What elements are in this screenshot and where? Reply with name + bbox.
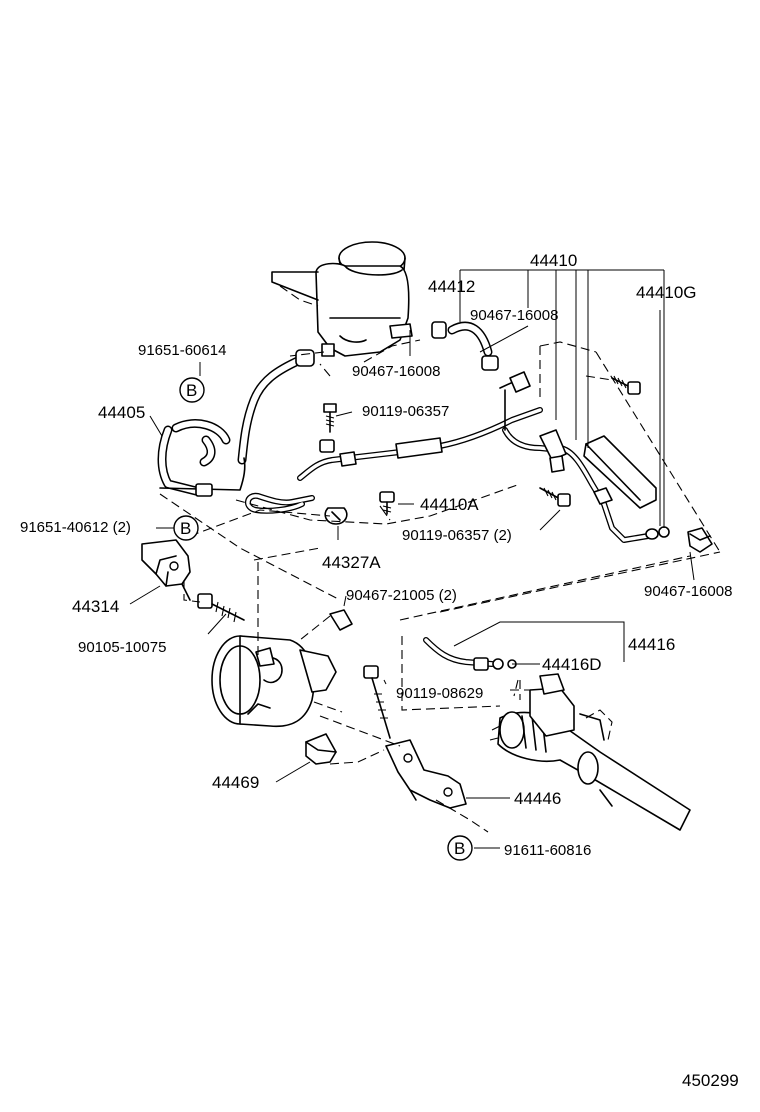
ref-marker-text: B [180,519,191,538]
label-90119-08629: 90119-08629 [396,685,483,702]
ref-marker-text: B [186,381,197,400]
label-44410A: 44410A [420,495,479,514]
label-44314: 44314 [72,597,119,616]
label-44469: 44469 [212,773,259,792]
cooler-tube-44410G [539,429,670,543]
label-44416: 44416 [628,635,675,654]
label-90467-16008-c: 90467-16008 [644,583,732,600]
mount-44469 [305,733,337,765]
tube-44416 [423,637,517,671]
label-90105-10075: 90105-10075 [78,639,166,656]
hose-44405 [157,419,246,497]
reservoir-tank [271,241,413,357]
label-44416D: 44416D [542,655,602,674]
pressure-pipe-44410 [245,371,563,514]
label-91651-60614: 91651-60614 [138,342,226,359]
gasket-90467-16008-right [687,527,713,553]
clip-90467-21005 [329,609,353,631]
bolt-90105-10075 [197,593,245,623]
label-91651-40612: 91651-40612 (2) [20,519,131,536]
hose-44412 [431,321,499,371]
label-44446: 44446 [514,789,561,808]
label-90119-06357-a: 90119-06357 [362,403,449,420]
bolt-90119-06357-upper [319,403,337,453]
label-44410: 44410 [530,251,577,270]
bracket-44314 [141,539,191,601]
bolt-44410A [379,491,395,515]
label-90119-06357-b: 90119-06357 (2) [402,527,512,544]
part-labels: 44410 44412 44410G 90467-16008 91651-606… [20,251,739,1090]
leader-lines [129,269,695,849]
label-90467-16008-a: 90467-16008 [470,307,558,324]
label-91611-60816: 91611-60816 [504,842,591,859]
ref-marker-text: B [454,839,465,858]
bracket-44446 [385,739,467,809]
label-44410G: 44410G [636,283,697,302]
label-90467-21005: 90467-21005 (2) [346,587,457,604]
ref-marker-b-upper: B [179,377,205,403]
ref-marker-b-lower: B [447,835,473,861]
power-steering-pump [211,635,337,728]
bolt-90119-06357-right [539,487,571,507]
dashed-guide-lines [159,339,721,833]
clamp-44327A [324,507,348,525]
bolt-upper-right [611,375,641,395]
label-44412: 44412 [428,277,475,296]
steering-gear [489,673,691,831]
label-90467-16008-b: 90467-16008 [352,363,440,380]
return-hose-top [237,349,315,465]
ref-marker-b-middle: B [173,515,199,541]
drawing-number: 450299 [682,1071,739,1090]
label-44405: 44405 [98,403,145,422]
bolt-90119-08629 [363,665,391,739]
label-44327A: 44327A [322,553,381,572]
